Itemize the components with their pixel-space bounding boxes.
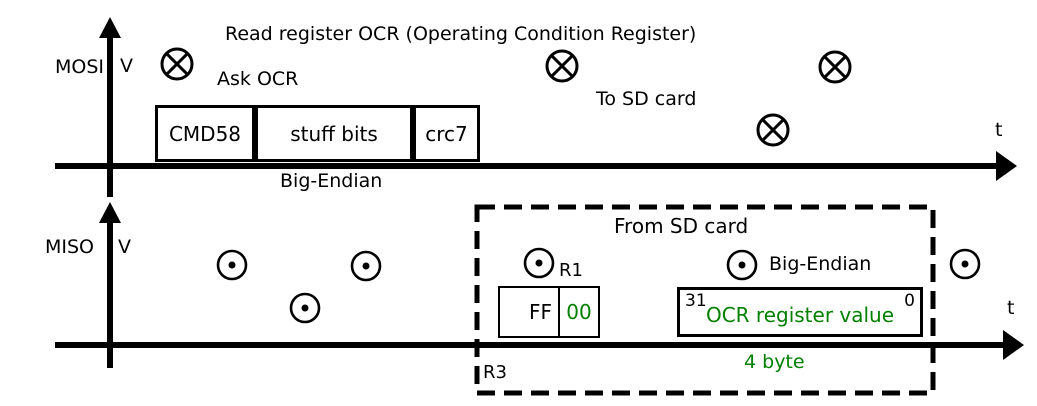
mosi-voltage-axis-label: V [120, 55, 133, 77]
circle-dot-icon [523, 247, 555, 279]
cmd58-field-label: CMD58 [168, 121, 242, 146]
ocr-register-value-label: OCR register value [705, 303, 895, 327]
crc7-field-label: crc7 [425, 121, 468, 146]
r1-byte-00-label: 00 [566, 300, 592, 324]
circle-dot-icon [289, 292, 321, 324]
stuff-bits-field: stuff bits [255, 105, 413, 162]
r1-byte-00: 00 [560, 288, 598, 336]
circle-x-icon [545, 49, 579, 83]
miso-big-endian-annotation: Big-Endian [769, 253, 872, 275]
mosi-voltage-axis [107, 36, 113, 197]
ocr-msb-label: 31 [685, 291, 707, 311]
mosi-time-axis-label: t [995, 119, 1003, 141]
miso-signal-label: MISO [45, 236, 95, 258]
miso-voltage-axis-label: V [118, 236, 131, 258]
cmd58-field: CMD58 [155, 105, 255, 162]
four-byte-annotation: 4 byte [744, 351, 805, 373]
from-sd-card-annotation: From SD card [614, 214, 749, 238]
mosi-voltage-axis-arrowhead [99, 17, 121, 38]
miso-voltage-axis-arrowhead [99, 202, 121, 223]
mosi-signal-label: MOSI [55, 56, 105, 78]
miso-time-axis [55, 342, 1005, 348]
stuff-bits-field-label: stuff bits [290, 121, 378, 146]
circle-dot-icon [216, 249, 248, 281]
circle-x-icon [160, 47, 194, 81]
mosi-big-endian-annotation: Big-Endian [280, 170, 383, 192]
r1-label: R1 [559, 260, 583, 281]
miso-voltage-axis [107, 221, 113, 368]
circle-x-icon [756, 113, 790, 147]
ocr-lsb-label: 0 [904, 291, 915, 311]
r3-label: R3 [483, 362, 507, 383]
ask-ocr-annotation: Ask OCR [217, 68, 299, 90]
miso-time-axis-label: t [1007, 297, 1015, 319]
miso-time-axis-arrowhead [1003, 330, 1024, 360]
circle-dot-icon [949, 248, 981, 280]
diagram-title: Read register OCR (Operating Condition R… [225, 23, 697, 45]
crc7-field: crc7 [413, 105, 480, 162]
r1-byte-ff-label: FF [528, 300, 552, 324]
mosi-time-axis [55, 163, 998, 169]
r3-response-outline [474, 204, 936, 396]
circle-dot-icon [350, 250, 382, 282]
r1-byte-box: FF 00 [498, 286, 600, 338]
to-sd-card-annotation: To SD card [596, 88, 697, 110]
circle-x-icon [818, 50, 852, 84]
r1-byte-ff: FF [500, 288, 560, 336]
ocr-register-field: 31 0 OCR register value [677, 287, 923, 337]
circle-dot-icon [726, 249, 758, 281]
mosi-time-axis-arrowhead [996, 151, 1017, 181]
